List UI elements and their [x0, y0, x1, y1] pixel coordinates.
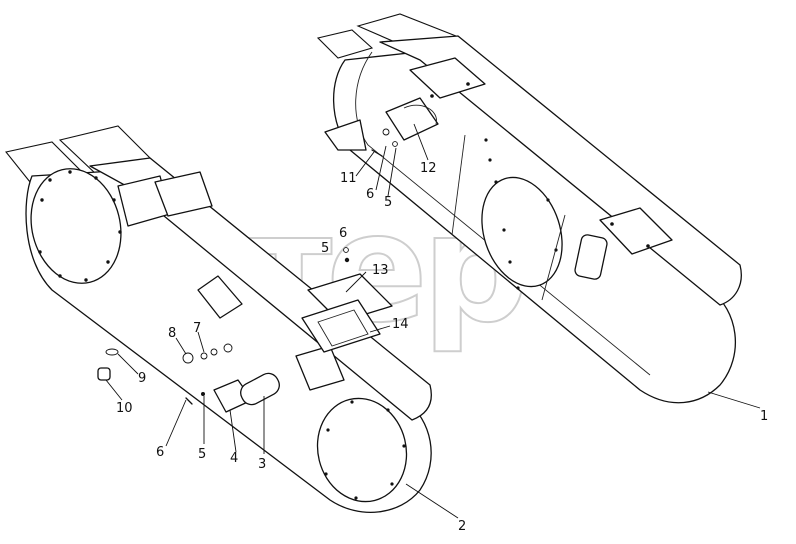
callout-6-top: 6	[339, 226, 347, 241]
callout-14: 14	[392, 317, 409, 332]
callout-1: 1	[760, 409, 768, 424]
washer-5-top	[344, 257, 350, 263]
plate-12	[385, 97, 439, 141]
ring-7b	[210, 348, 218, 356]
section-line-a	[451, 134, 466, 236]
callout-7: 7	[193, 321, 201, 336]
access-cover-right	[574, 234, 608, 280]
cover-3-4-assembly	[213, 372, 280, 413]
small-parts-right	[371, 128, 398, 157]
side-plate-left	[197, 275, 243, 319]
opening-left	[295, 345, 345, 391]
bolt-pattern-left-bore	[38, 170, 406, 500]
gasket-12	[403, 104, 437, 125]
callout-11: 11	[340, 171, 357, 186]
callout-2: 2	[458, 519, 466, 534]
callout-3: 3	[258, 457, 266, 472]
frame-right-bore	[481, 176, 563, 288]
callout-4: 4	[230, 451, 238, 466]
section-line-b	[541, 214, 566, 301]
bracket-right	[324, 119, 367, 151]
callout-6-left: 6	[156, 445, 164, 460]
callout-5-right: 5	[384, 195, 392, 210]
gasket-3	[240, 372, 280, 406]
callout-5-top: 5	[321, 241, 329, 256]
leader-lines	[105, 123, 761, 519]
cap-8	[182, 352, 194, 364]
callout-5-left: 5	[198, 447, 206, 462]
frame-left-top	[89, 157, 432, 421]
callout-13: 13	[372, 263, 389, 278]
callout-8: 8	[168, 326, 176, 341]
bolt-6-right	[392, 141, 398, 147]
cover-plate-right-b	[599, 207, 673, 255]
callout-6-right: 6	[366, 187, 374, 202]
gasket-14	[301, 299, 381, 353]
ring-9	[105, 348, 119, 356]
bolt-6-left	[185, 397, 193, 405]
cover-13-assembly	[301, 247, 393, 353]
small-parts-left	[97, 343, 233, 405]
callout-10: 10	[116, 401, 133, 416]
ring-7c	[223, 343, 233, 353]
gasket-14-inner	[317, 309, 369, 347]
cover-plate-right-a	[409, 57, 486, 99]
callout-labels: 1 2 3 4 5 6 5 6 5 6 7 8 9 10 11 12 13 14	[116, 161, 768, 534]
frame-left-bore-b	[316, 397, 408, 503]
bolt-pattern-right	[430, 82, 650, 290]
track-frame-left	[5, 125, 432, 513]
cover-plate-left-b	[154, 171, 213, 217]
plug-10	[97, 367, 111, 381]
callout-12: 12	[420, 161, 437, 176]
pin-11	[371, 149, 383, 157]
frame-left-bore-a	[30, 168, 122, 284]
tread-pad-right-a	[316, 29, 374, 59]
washer-5-right	[382, 128, 390, 136]
frame-right-inner-edge	[355, 51, 651, 376]
ring-7a	[200, 352, 208, 360]
callout-9: 9	[138, 371, 146, 386]
bolt-6-top	[343, 247, 349, 253]
washer-5-left	[201, 392, 205, 396]
track-frame-right	[316, 13, 742, 404]
